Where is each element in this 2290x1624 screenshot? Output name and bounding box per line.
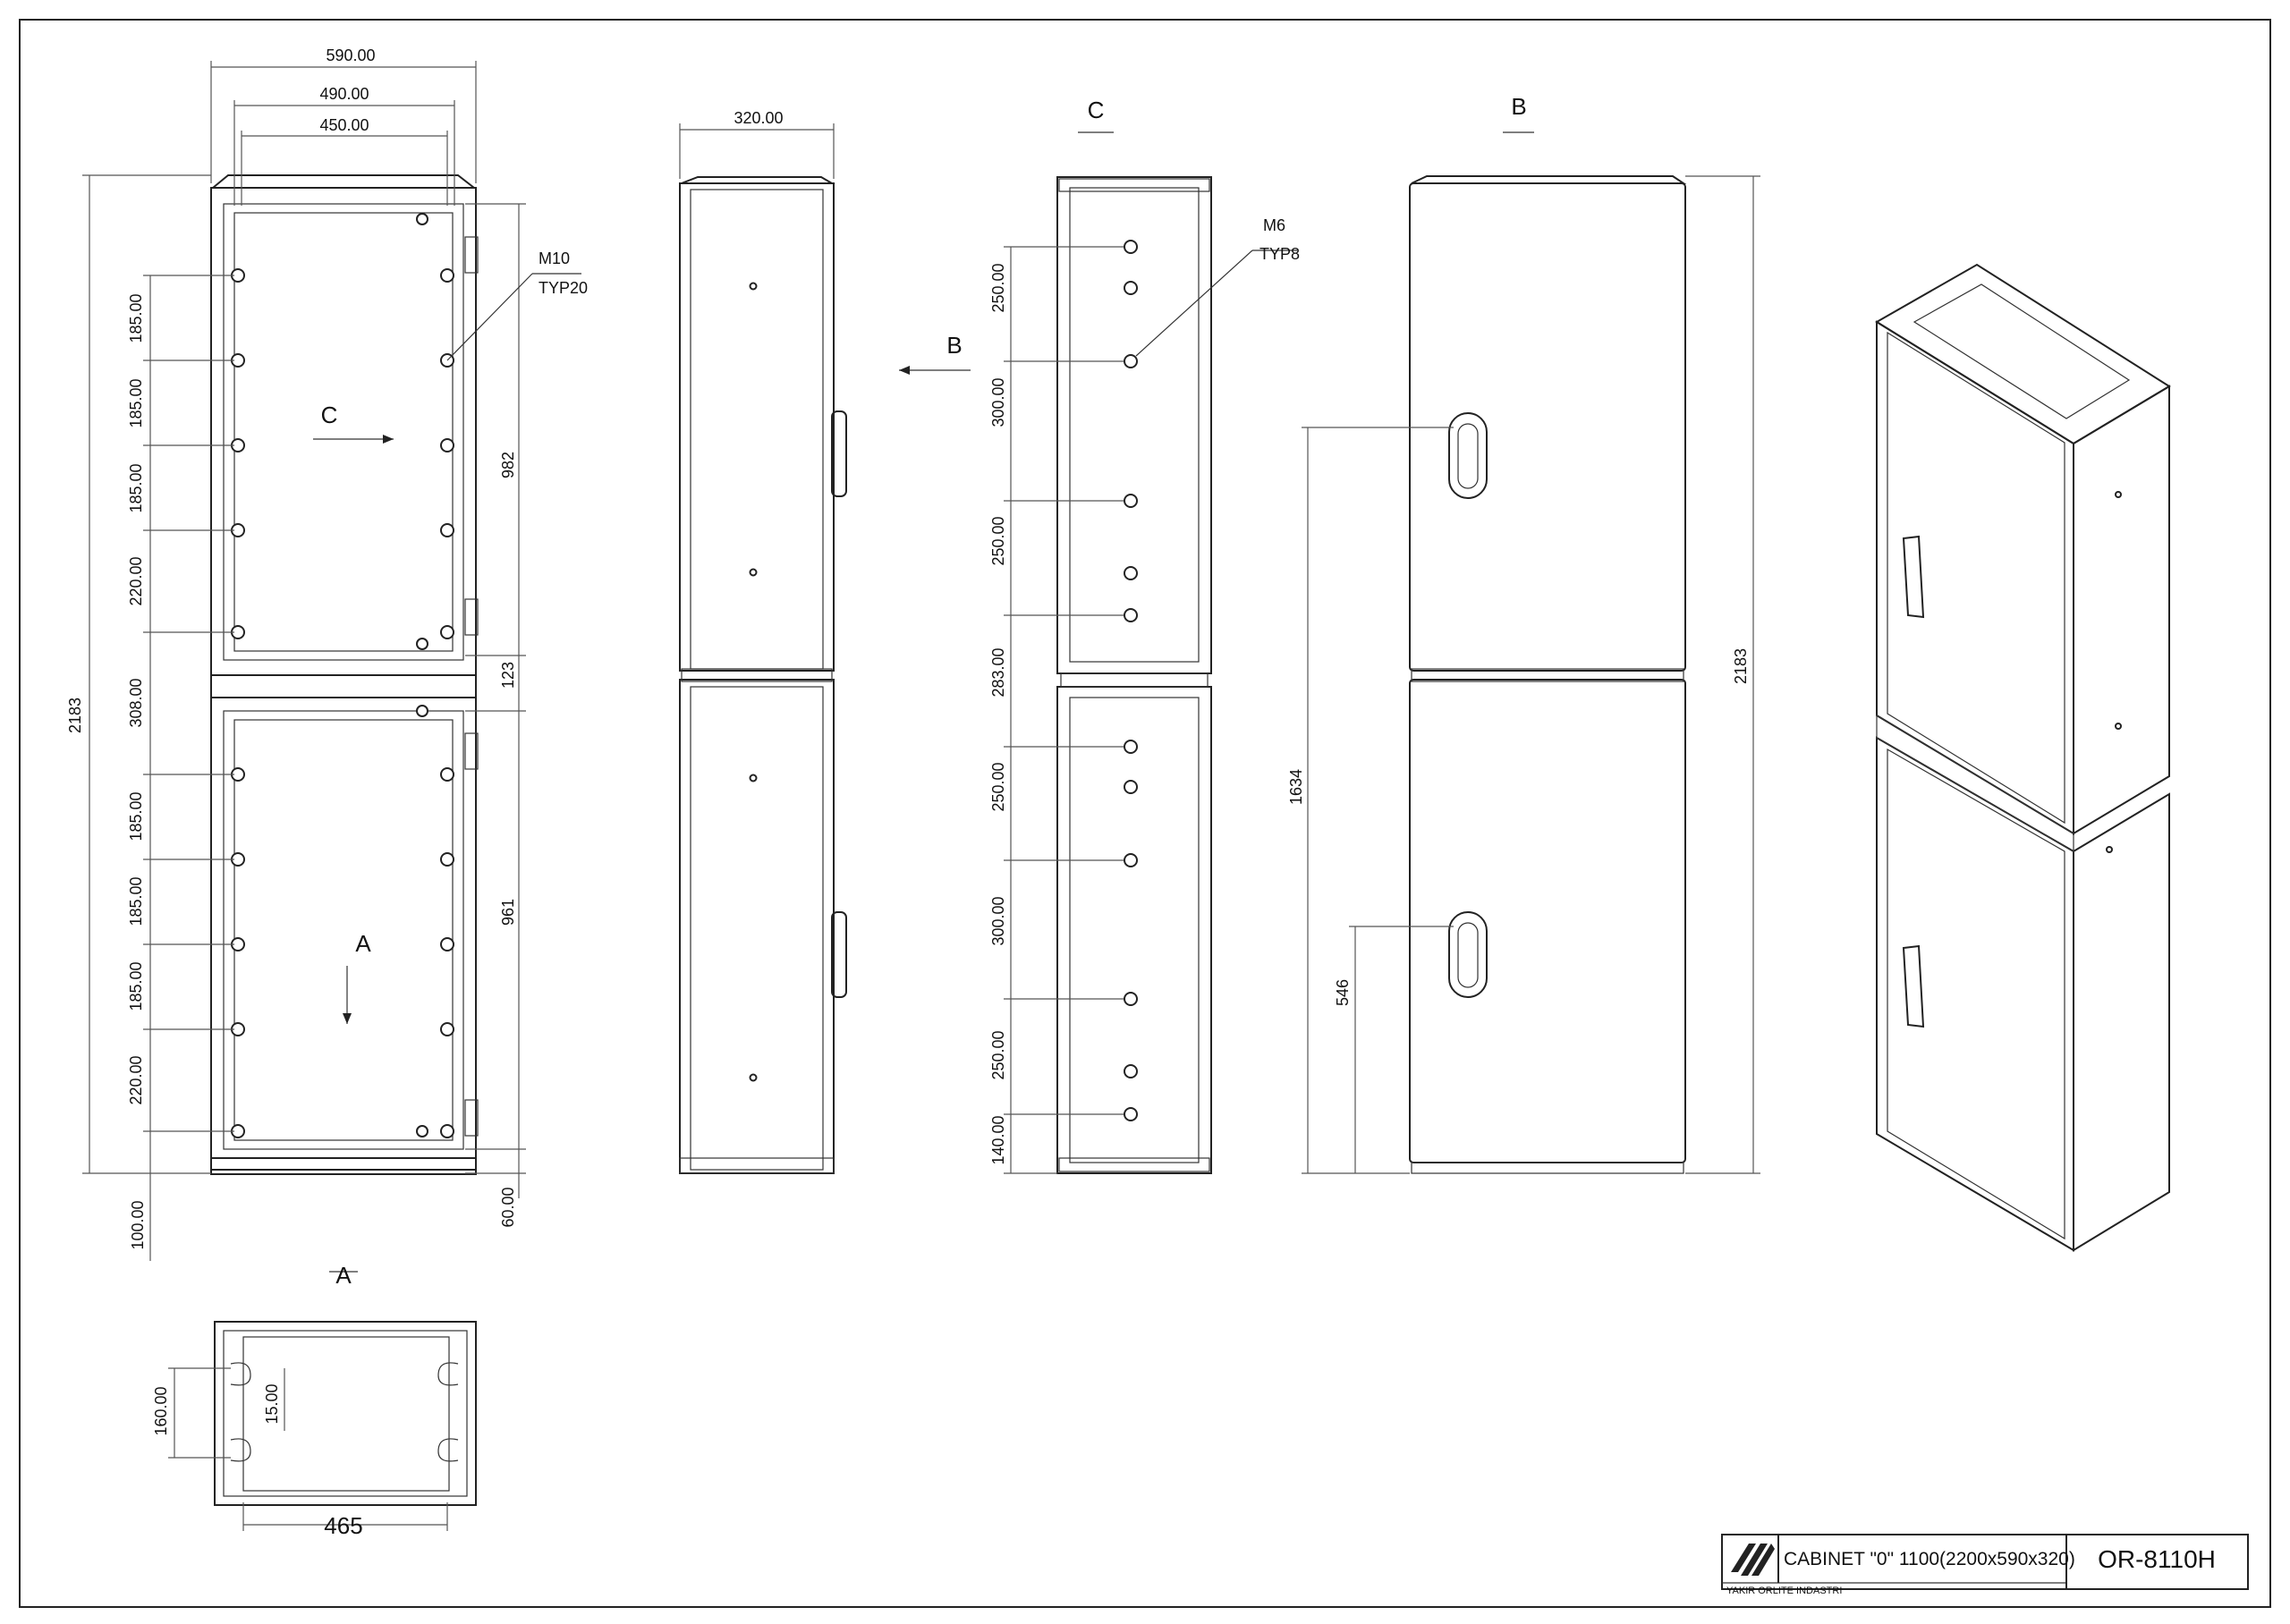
dim-c-3: 250.00 — [989, 516, 1007, 565]
dim-b-height: 2183 — [1732, 648, 1750, 684]
view-label-a: A — [335, 1262, 352, 1289]
dim-right-1: 982 — [499, 452, 517, 478]
title-block-title: CABINET "0" 1100(2200x590x320) — [1784, 1549, 2075, 1569]
dim-a-width: 465 — [324, 1512, 362, 1539]
dim-right-2: 123 — [499, 662, 517, 689]
dim-left-7: 185.00 — [127, 876, 145, 926]
stripes-logo-icon — [1731, 1544, 1775, 1576]
dim-height-overall: 2183 — [66, 698, 84, 733]
dim-right-4: 60.00 — [499, 1187, 517, 1227]
view-arrow-a-label: A — [355, 930, 371, 957]
dim-left-2: 185.00 — [127, 378, 145, 427]
dim-base-height: 100.00 — [129, 1200, 147, 1249]
sheet-border — [19, 19, 2271, 1608]
dim-b-handle-upper: 1634 — [1287, 769, 1305, 805]
section-c-view — [1004, 131, 1297, 1174]
title-block — [1721, 1534, 2249, 1590]
dim-left-4: 220.00 — [127, 556, 145, 605]
callout-typ8: TYP8 — [1260, 245, 1300, 263]
dim-c-7: 250.00 — [989, 1030, 1007, 1079]
dim-width-overall: 590.00 — [326, 47, 375, 64]
view-a — [168, 1271, 477, 1531]
view-label-c: C — [1088, 97, 1105, 123]
view-arrow-c-label: C — [321, 402, 338, 428]
view-arrow-b-label: B — [946, 332, 962, 359]
dim-left-1: 185.00 — [127, 293, 145, 343]
dim-right-3: 961 — [499, 899, 517, 926]
dim-a-vertical: 160.00 — [152, 1386, 170, 1435]
view-b — [1302, 131, 1760, 1174]
callout-m10: M10 — [539, 250, 570, 267]
dim-width-mount: 450.00 — [319, 116, 369, 134]
dim-b-handle-lower: 546 — [1334, 979, 1352, 1006]
isometric-view — [1875, 263, 2171, 1252]
callout-m6: M6 — [1263, 216, 1285, 234]
dim-c-8: 140.00 — [989, 1115, 1007, 1164]
dim-left-3: 185.00 — [127, 463, 145, 512]
dim-c-6: 300.00 — [989, 896, 1007, 945]
dim-depth: 320.00 — [734, 109, 783, 127]
dim-left-5: 308.00 — [127, 678, 145, 727]
dim-left-6: 185.00 — [127, 791, 145, 841]
title-block-company: YAKIR ORLITE INDASTRI — [1726, 1586, 1842, 1596]
side-view — [679, 123, 971, 1174]
title-block-part-number: OR-8110H — [2098, 1545, 2216, 1573]
dim-left-8: 185.00 — [127, 961, 145, 1011]
callout-typ20: TYP20 — [539, 279, 588, 297]
dim-c-1: 250.00 — [989, 263, 1007, 312]
dim-a-slot: 15.00 — [263, 1383, 281, 1424]
dim-c-4: 283.00 — [989, 647, 1007, 697]
dim-c-5: 250.00 — [989, 762, 1007, 811]
dim-c-2: 300.00 — [989, 377, 1007, 427]
dim-width-inner: 490.00 — [319, 85, 369, 103]
view-label-b: B — [1511, 93, 1526, 120]
front-view — [82, 61, 581, 1261]
dim-left-9: 220.00 — [127, 1055, 145, 1104]
